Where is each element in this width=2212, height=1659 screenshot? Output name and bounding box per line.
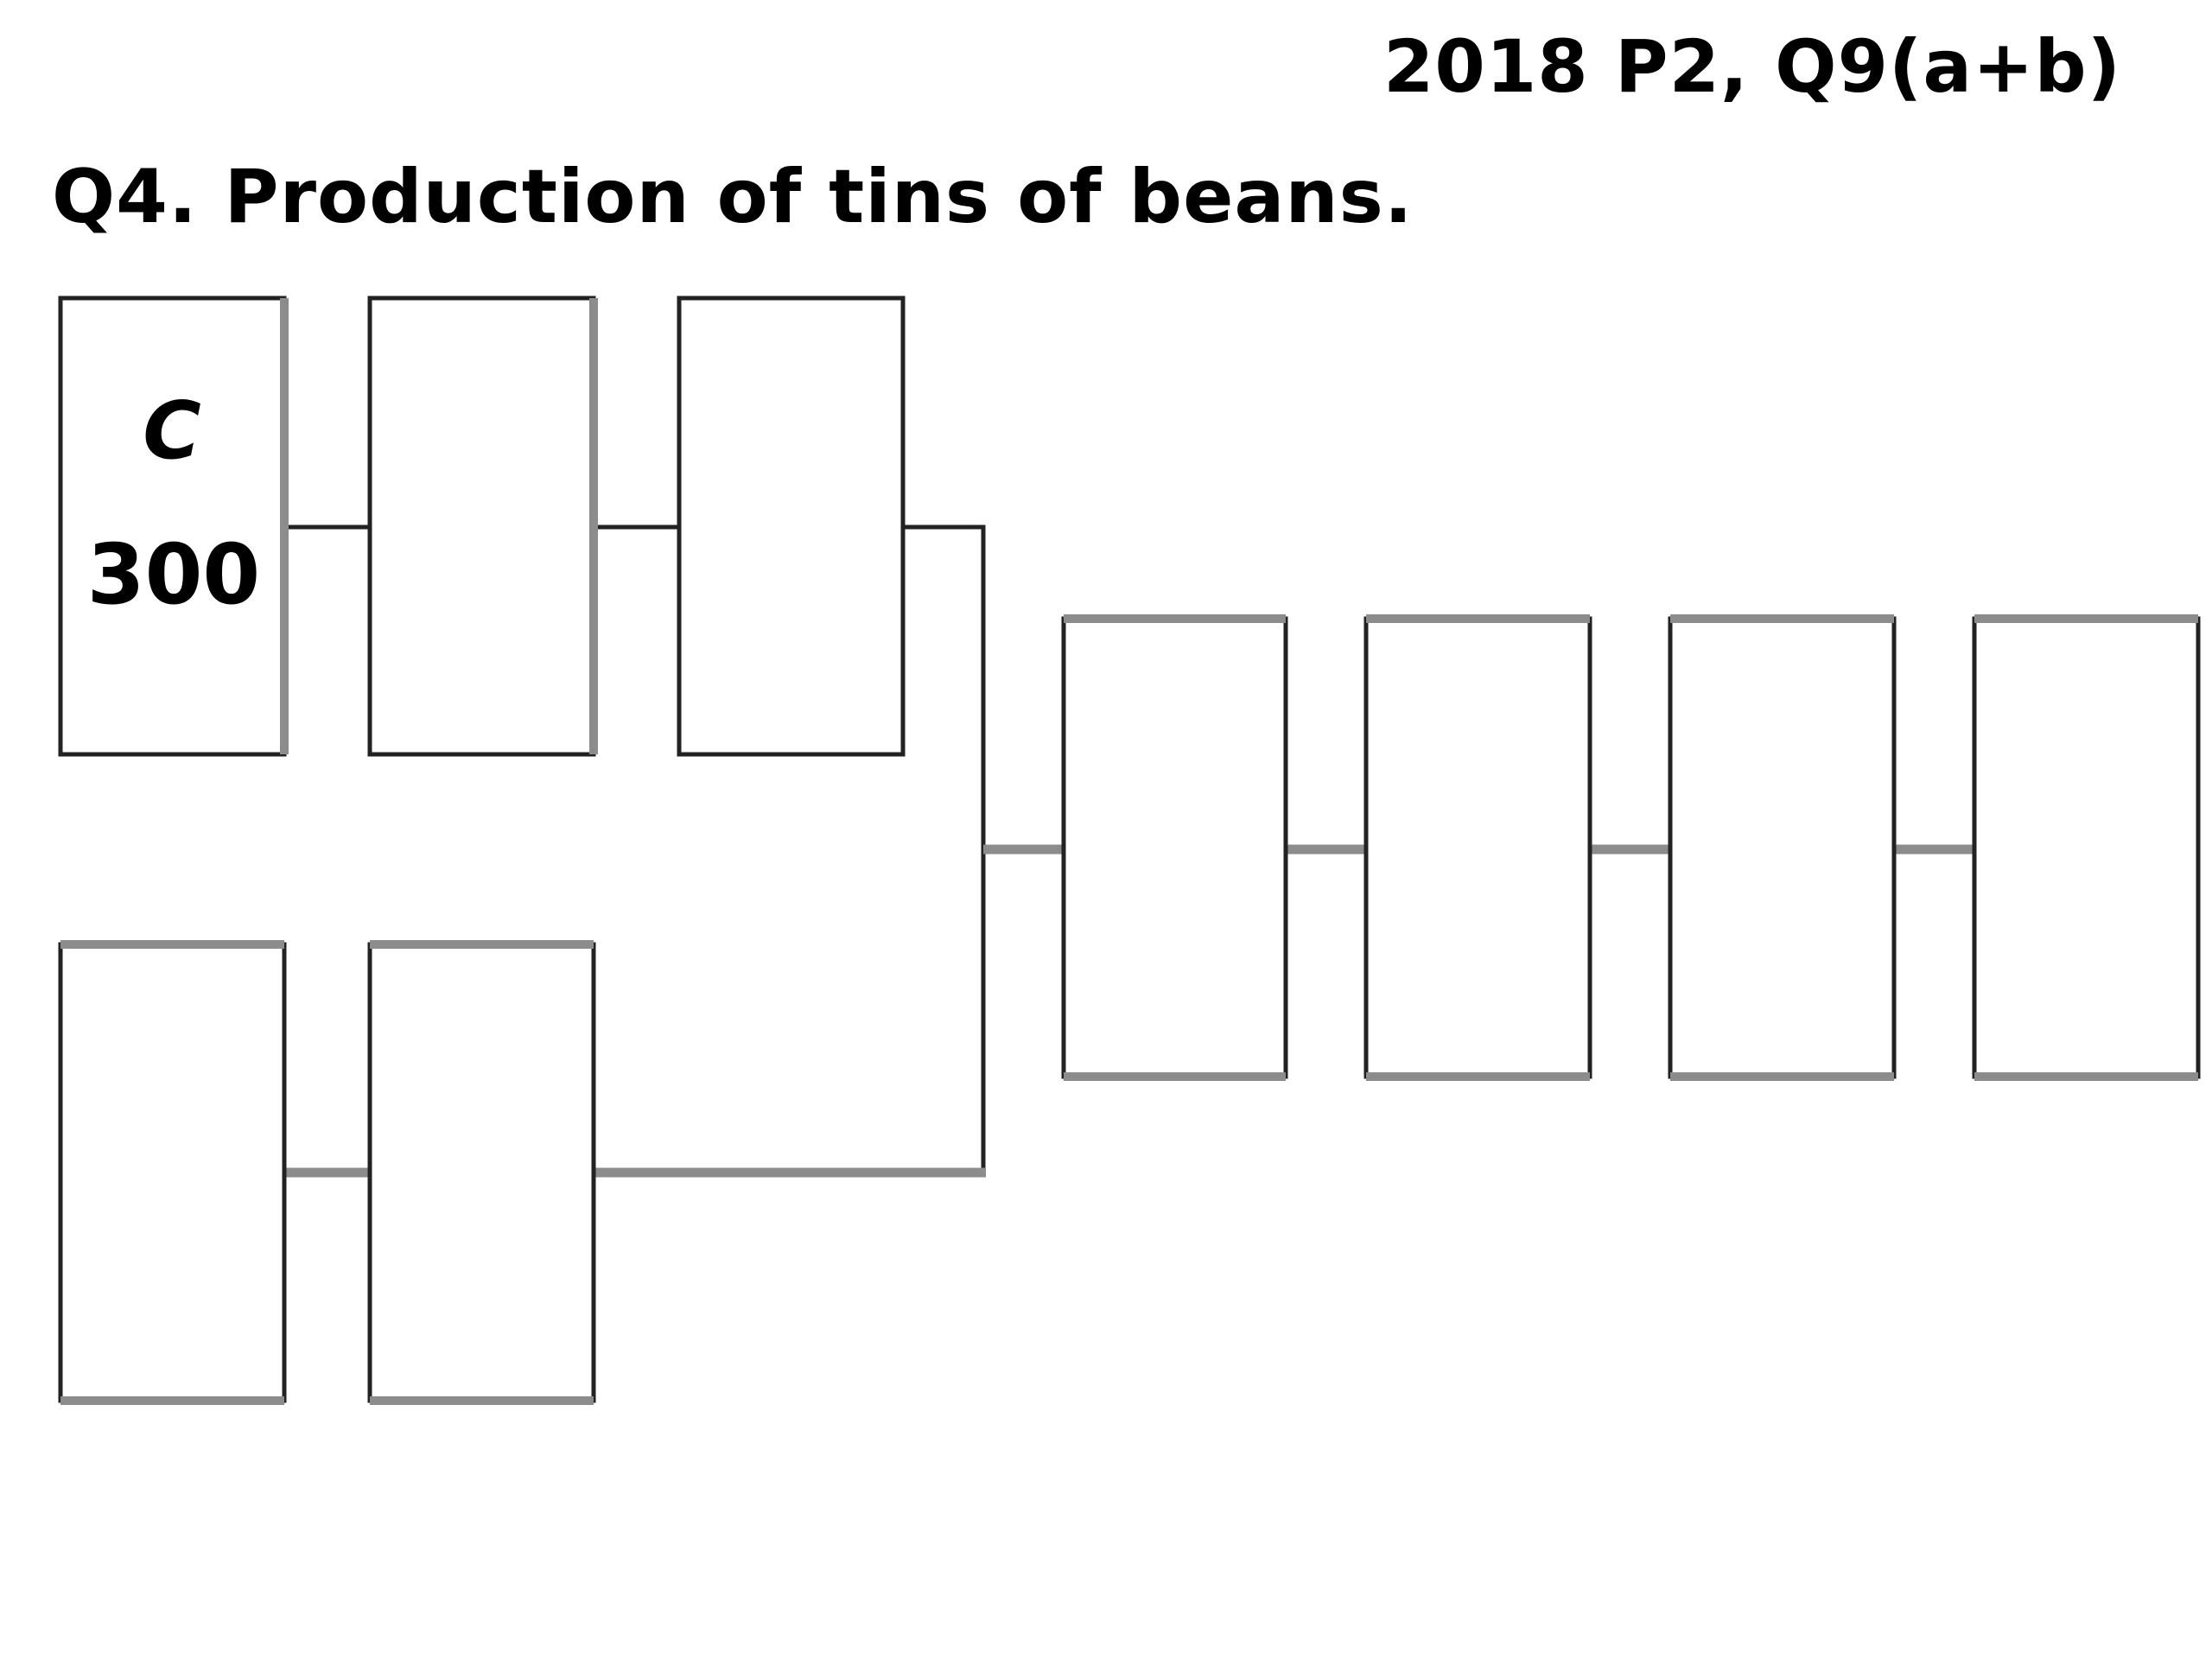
box-b1-value: 300 (87, 526, 260, 623)
connector-b3-b6 (903, 524, 986, 1173)
box-b4 (58, 940, 287, 1405)
box-b9 (1972, 614, 2201, 1081)
box-b1: C 300 (58, 296, 289, 757)
box-b8 (1668, 614, 1897, 1081)
box-b7 (1363, 614, 1592, 1081)
question-reference: 2018 P2, Q9(a+b) (1382, 24, 2121, 109)
box-b3 (677, 296, 906, 757)
connectors (284, 524, 1974, 1178)
box-b2 (367, 296, 598, 757)
box-b5 (367, 940, 596, 1405)
box-b6 (1061, 614, 1288, 1081)
question-title: Q4. Production of tins of beans. (52, 154, 1414, 240)
box-b1-letter: C (143, 385, 201, 477)
